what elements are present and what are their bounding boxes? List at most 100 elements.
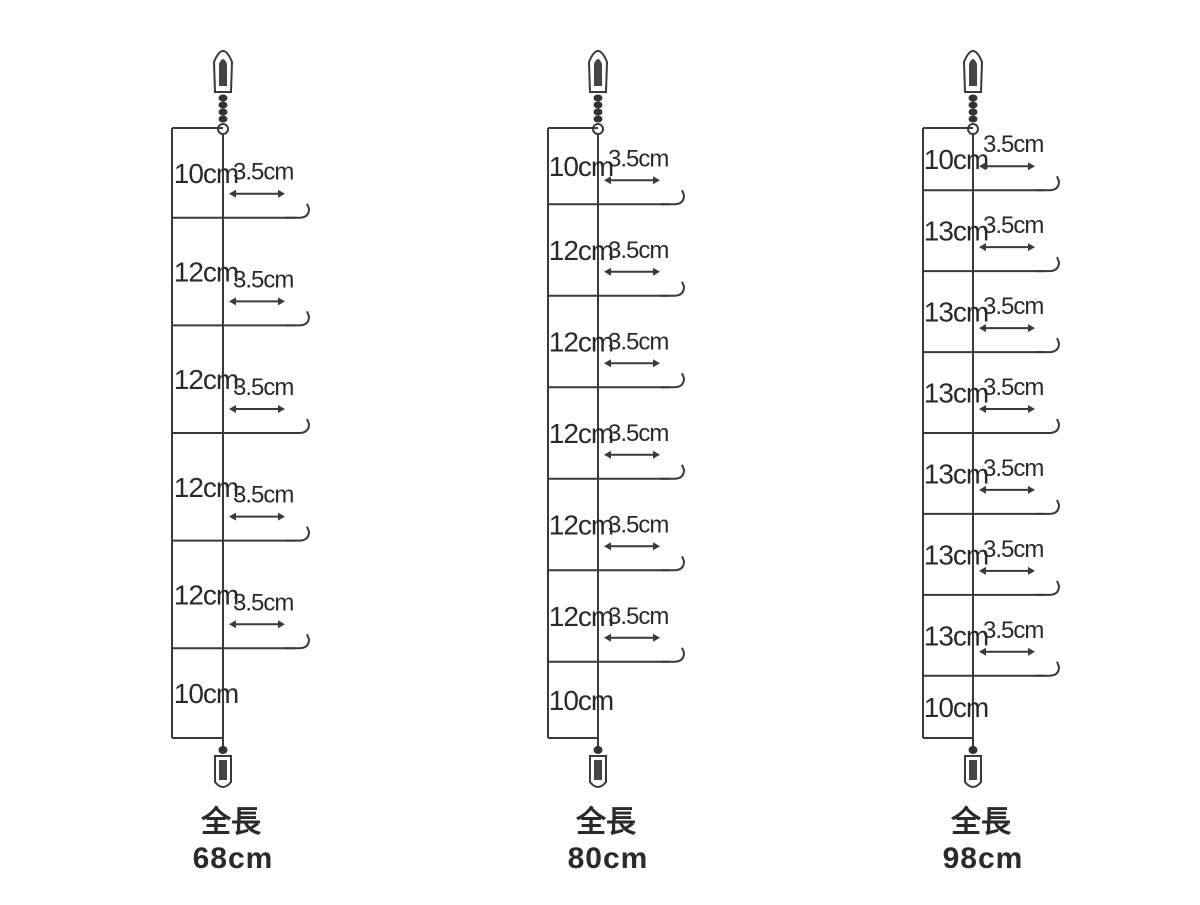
branch: 3.5cm: [598, 237, 686, 297]
branch-length-label: 3.5cm: [983, 536, 1043, 563]
branch-length-label: 3.5cm: [233, 589, 293, 616]
branch: 3.5cm: [223, 482, 311, 542]
double-arrow-icon: [604, 542, 660, 551]
segment-label: 12cm: [549, 601, 613, 632]
hook-icon: [285, 633, 311, 650]
segment-label: 13cm: [924, 297, 988, 328]
hook-icon: [1035, 337, 1061, 354]
branch: 3.5cm: [223, 159, 311, 219]
total-length-title: 全長: [950, 805, 1012, 839]
double-arrow-icon: [604, 267, 660, 276]
hook-icon: [1035, 256, 1061, 273]
double-arrow-icon: [229, 512, 285, 521]
double-arrow-icon: [979, 405, 1035, 413]
hook-icon: [285, 418, 311, 434]
double-arrow-icon: [229, 405, 285, 413]
total-length-title: 全長: [200, 805, 262, 839]
branch: 3.5cm: [973, 374, 1061, 434]
snap-icon: [589, 746, 607, 788]
branch: 3.5cm: [973, 212, 1061, 273]
hook-icon: [1035, 418, 1061, 434]
segment-label: 12cm: [174, 472, 238, 503]
branch: 3.5cm: [973, 455, 1061, 515]
rig-1: 10cm12cm12cm12cm12cm10cm3.5cm3.5cm3.5cm3…: [171, 50, 311, 875]
branch: 3.5cm: [973, 131, 1061, 192]
swivel-icon: [212, 50, 234, 135]
segment-label: 10cm: [174, 158, 238, 189]
branch-length-label: 3.5cm: [233, 482, 293, 509]
hook-icon: [285, 310, 311, 327]
double-arrow-icon: [229, 297, 285, 306]
double-arrow-icon: [604, 176, 660, 185]
branch-length-label: 3.5cm: [608, 328, 668, 355]
double-arrow-icon: [604, 633, 660, 642]
segment-label: 12cm: [174, 579, 238, 610]
snap-icon: [964, 746, 982, 788]
branch: 3.5cm: [598, 145, 686, 206]
rig-3: 10cm13cm13cm13cm13cm13cm13cm10cm3.5cm3.5…: [922, 50, 1061, 875]
branch-length-label: 3.5cm: [608, 420, 668, 447]
segment-label: 10cm: [924, 692, 988, 723]
hook-icon: [1035, 661, 1061, 677]
segment-label: 12cm: [549, 235, 613, 266]
branch: 3.5cm: [973, 293, 1061, 354]
segment-label: 12cm: [549, 510, 613, 541]
hook-icon: [660, 464, 686, 480]
branch-length-label: 3.5cm: [983, 374, 1043, 401]
segment-label: 13cm: [924, 458, 988, 489]
branch-length-label: 3.5cm: [608, 603, 668, 630]
segment-label: 12cm: [174, 257, 238, 288]
segment-label: 12cm: [174, 364, 238, 395]
branch-length-label: 3.5cm: [233, 374, 293, 401]
segment-label: 12cm: [549, 418, 613, 449]
double-arrow-icon: [979, 162, 1035, 171]
branch: 3.5cm: [598, 511, 686, 572]
rig-2: 10cm12cm12cm12cm12cm12cm10cm3.5cm3.5cm3.…: [547, 50, 686, 875]
branch: 3.5cm: [973, 536, 1061, 596]
hook-icon: [660, 555, 686, 572]
segment-label: 13cm: [924, 378, 988, 409]
segment-label: 10cm: [174, 678, 238, 709]
branch-length-label: 3.5cm: [983, 293, 1043, 320]
branch: 3.5cm: [598, 603, 686, 663]
double-arrow-icon: [979, 566, 1035, 575]
branch-length-label: 3.5cm: [608, 511, 668, 538]
branch-length-label: 3.5cm: [983, 617, 1043, 644]
hook-icon: [660, 281, 686, 297]
segment-label: 13cm: [924, 620, 988, 651]
branch-length-label: 3.5cm: [983, 455, 1043, 482]
double-arrow-icon: [229, 620, 285, 629]
total-length-value: 80cm: [568, 842, 649, 875]
segment-label: 10cm: [549, 685, 613, 716]
double-arrow-icon: [979, 243, 1035, 252]
branch: 3.5cm: [223, 374, 311, 434]
branch-length-label: 3.5cm: [233, 159, 293, 186]
swivel-icon: [962, 50, 984, 135]
double-arrow-icon: [604, 359, 660, 368]
hook-icon: [1035, 175, 1061, 192]
branch-length-label: 3.5cm: [983, 212, 1043, 239]
segment-label: 10cm: [924, 144, 988, 175]
total-length-value: 68cm: [193, 842, 274, 875]
segment-label: 13cm: [924, 216, 988, 247]
snap-icon: [214, 746, 232, 788]
hook-icon: [660, 372, 686, 389]
branch-length-label: 3.5cm: [983, 131, 1043, 158]
hook-icon: [285, 526, 311, 542]
segment-label: 13cm: [924, 539, 988, 570]
hook-icon: [1035, 580, 1061, 596]
hook-icon: [660, 189, 686, 206]
double-arrow-icon: [604, 450, 660, 459]
total-length-title: 全長: [575, 805, 637, 839]
double-arrow-icon: [979, 485, 1035, 494]
branch: 3.5cm: [973, 617, 1061, 677]
branch: 3.5cm: [223, 266, 311, 327]
branch: 3.5cm: [598, 328, 686, 389]
branch-length-label: 3.5cm: [608, 145, 668, 172]
hook-icon: [285, 203, 311, 219]
branch: 3.5cm: [223, 589, 311, 650]
double-arrow-icon: [979, 324, 1035, 333]
double-arrow-icon: [979, 647, 1035, 656]
